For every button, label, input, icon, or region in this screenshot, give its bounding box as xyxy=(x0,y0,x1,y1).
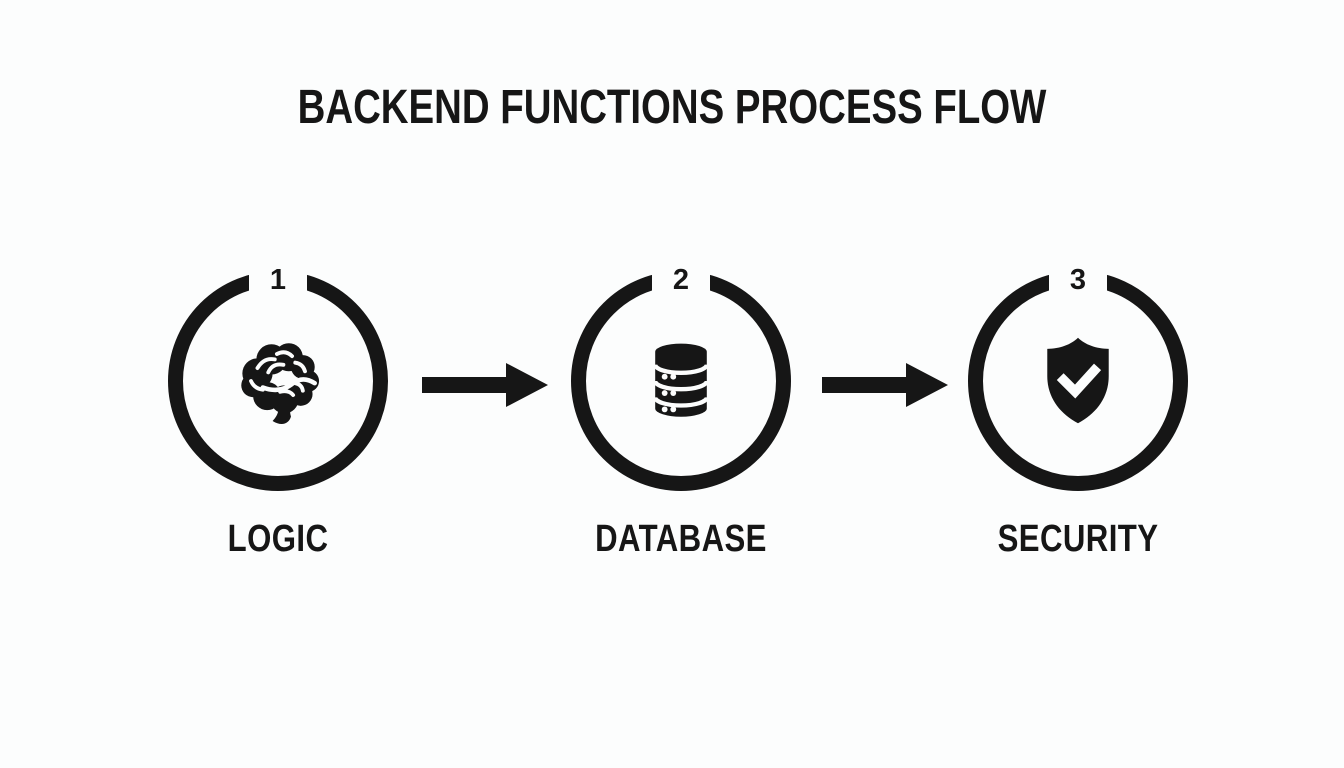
step-number: 2 xyxy=(672,264,690,296)
step-number: 1 xyxy=(269,264,287,296)
flow-arrow-1 xyxy=(422,363,548,407)
step-circle: 3 xyxy=(968,264,1188,491)
step-number: 3 xyxy=(1069,264,1087,296)
step-database: 2 DATABASE xyxy=(571,264,791,560)
ring-notch xyxy=(249,269,307,295)
brain-icon xyxy=(241,343,320,424)
title-bar: BACKEND FUNCTIONS PROCESS FLOW xyxy=(0,80,1344,135)
ring-notch xyxy=(652,269,710,295)
step-logic: 1 xyxy=(168,264,388,560)
shield-check-icon xyxy=(1047,337,1109,424)
step-circle: 2 xyxy=(571,264,791,491)
step-label-database: DATABASE xyxy=(595,518,767,560)
page-title: BACKEND FUNCTIONS PROCESS FLOW xyxy=(297,81,1047,134)
step-label-security: SECURITY xyxy=(997,518,1159,560)
flow-arrow-2 xyxy=(822,363,948,407)
step-circle: 1 xyxy=(168,264,388,491)
step-label-logic: LOGIC xyxy=(227,518,329,560)
step-security: 3 SECURITY xyxy=(968,264,1188,560)
database-icon xyxy=(653,343,709,417)
ring-notch xyxy=(1049,269,1107,295)
